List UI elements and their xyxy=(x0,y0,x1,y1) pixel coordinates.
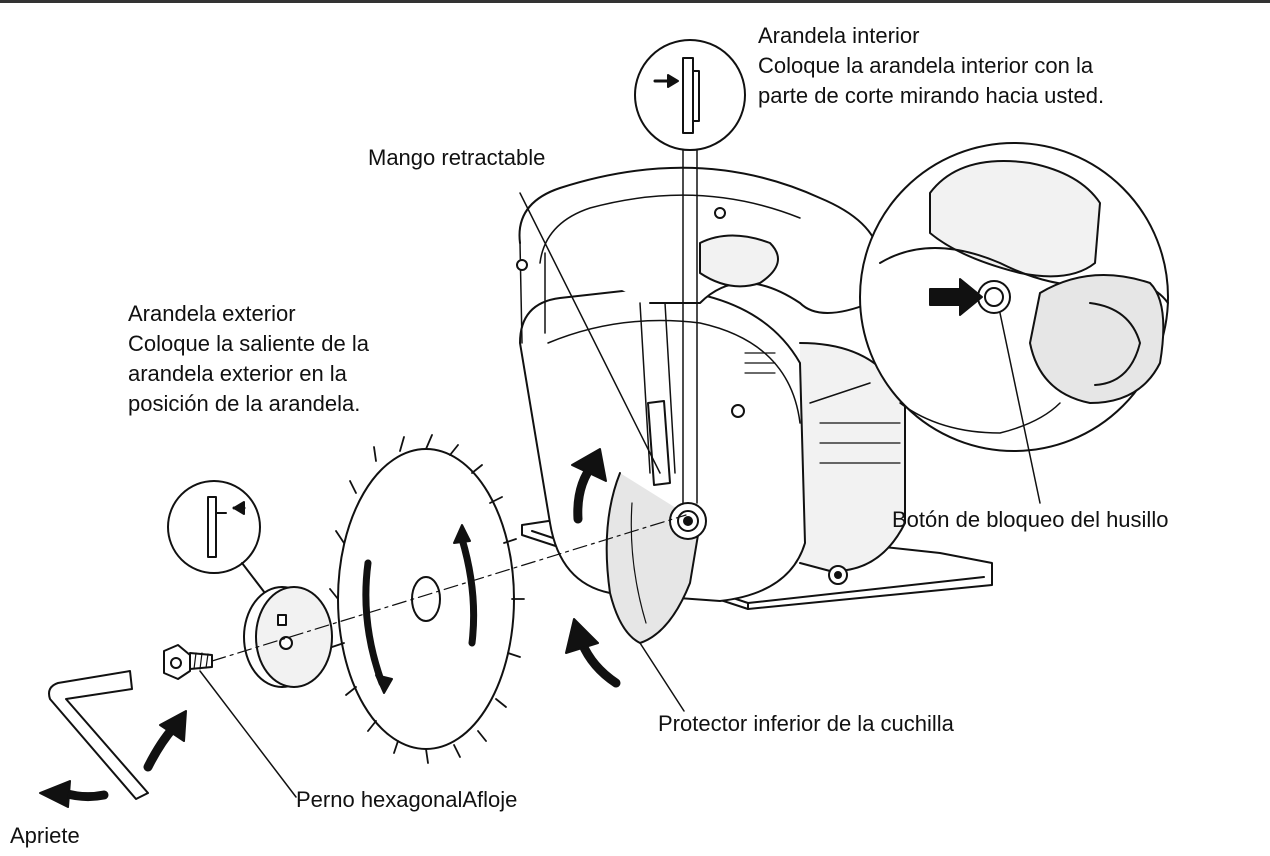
outer-washer-illustration xyxy=(167,480,333,688)
hex-bolt-label: Perno hexagonalAfloje xyxy=(296,787,518,812)
outer-washer-instruction-1: Coloque la saliente de la xyxy=(128,331,369,356)
outer-washer-instruction-2: arandela exterior en la xyxy=(128,361,347,386)
inner-washer-instruction-1: Coloque la arandela interior con la xyxy=(758,53,1094,78)
circular-saw-illustration xyxy=(516,166,993,644)
rotation-arrows xyxy=(39,448,621,808)
saw-blade-illustration xyxy=(329,434,525,764)
assembly-illustration xyxy=(39,39,1169,808)
inner-washer-instruction-2: parte de corte mirando hacia usted. xyxy=(758,83,1105,108)
leader-lines xyxy=(199,192,685,798)
inner-washer-label: Arandela interior Coloque la arandela in… xyxy=(758,21,1104,111)
spindle-lock-callout xyxy=(809,142,1169,504)
inner-washer-title: Arandela interior xyxy=(758,23,920,48)
tighten-label: Apriete xyxy=(10,823,80,848)
outer-washer-title: Arandela exterior xyxy=(128,301,296,326)
outer-washer-label: Arandela exterior Coloque la saliente de… xyxy=(128,299,369,419)
alignment-line xyxy=(211,514,687,662)
retractable-handle-label: Mango retractable xyxy=(368,145,546,170)
lower-guard-label: Protector inferior de la cuchilla xyxy=(658,711,954,736)
hex-wrench-illustration xyxy=(48,670,149,800)
hex-bolt-illustration xyxy=(163,644,213,680)
outer-washer-instruction-3: posición de la arandela. xyxy=(128,391,361,416)
spindle-lock-label: Botón de bloqueo del husillo xyxy=(892,507,1169,532)
inner-washer-callout xyxy=(634,39,746,504)
